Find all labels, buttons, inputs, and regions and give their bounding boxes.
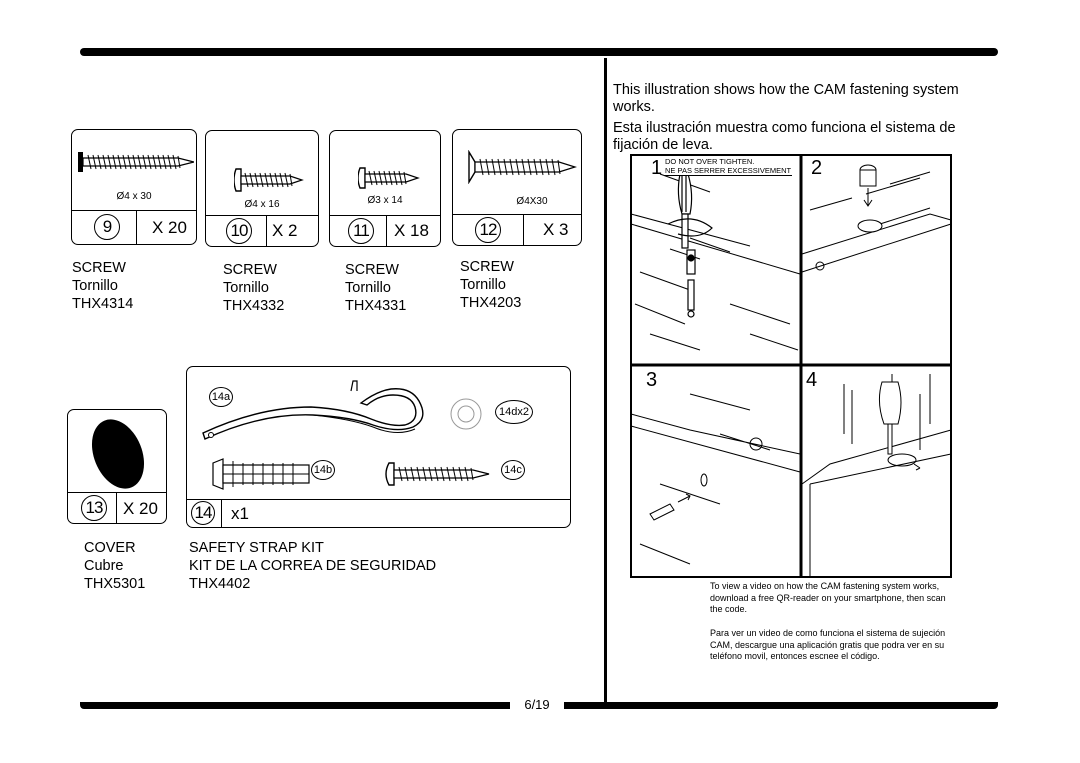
label-en: SAFETY STRAP KIT xyxy=(189,540,324,556)
label-code: THX4402 xyxy=(189,576,251,592)
screw-illustration xyxy=(385,462,490,486)
quantity: X 20 xyxy=(123,499,158,518)
cam-intro-en: This illustration shows how the CAM fast… xyxy=(613,82,959,115)
screw-label-12: SCREW Tornillo THX4203 xyxy=(460,258,521,312)
screw-label-11: SCREW Tornillo THX4331 xyxy=(345,261,406,315)
step-number-1: 1 xyxy=(651,157,663,179)
label-en: SCREW xyxy=(72,260,126,276)
screw-illustration xyxy=(468,150,577,184)
top-rule xyxy=(80,48,998,56)
label-es: Tornillo xyxy=(345,280,391,296)
part-number-badge: 11 xyxy=(348,218,374,244)
part-number-badge: 13 xyxy=(81,495,107,521)
video-note-es: Para ver un video de como funciona el si… xyxy=(710,628,946,661)
quantity: X 18 xyxy=(394,221,429,240)
over-tighten-warning: DO NOT OVER TIGHTEN. NE PAS SERRER EXCES… xyxy=(664,157,793,176)
video-note-en: To view a video on how the CAM fastening… xyxy=(710,581,946,614)
washer-illustration xyxy=(450,398,482,430)
label-en: SCREW xyxy=(460,259,514,275)
cover-card-13: 13 X 20 xyxy=(67,409,167,524)
cam-intro-es: Esta ilustración muestra como funciona e… xyxy=(613,120,956,153)
part-label-14dx2: 14dx2 xyxy=(495,400,533,424)
page-number: 6/19 xyxy=(524,697,550,712)
quantity: x1 xyxy=(231,504,249,523)
bottom-rule-right xyxy=(564,702,998,709)
label-en: SCREW xyxy=(345,262,399,278)
label-es: KIT DE LA CORREA DE SEGURIDAD xyxy=(189,558,437,574)
screw-illustration xyxy=(78,152,194,172)
label-en: COVER xyxy=(84,540,136,556)
label-code: THX4203 xyxy=(460,295,522,311)
screw-dimension: Ø4X30 xyxy=(516,196,548,207)
screw-illustration xyxy=(234,168,304,192)
screw-card-12: Ø4X30 12 X 3 xyxy=(452,129,582,246)
label-code: THX5301 xyxy=(84,576,146,592)
cam-fastening-illustration xyxy=(630,154,952,578)
label-code: THX4314 xyxy=(72,296,134,312)
screw-dimension: Ø4 x 30 xyxy=(116,191,152,202)
quantity: X 20 xyxy=(152,218,187,237)
part-number-badge: 10 xyxy=(226,218,252,244)
screw-card-11: Ø3 x 14 11 X 18 xyxy=(329,130,441,247)
quantity: X 2 xyxy=(272,221,298,240)
part-number-badge: 14 xyxy=(191,501,215,525)
strap-kit-label: SAFETY STRAP KIT KIT DE LA CORREA DE SEG… xyxy=(189,539,436,593)
label-es: Cubre xyxy=(84,558,124,574)
screw-label-9: SCREW Tornillo THX4314 xyxy=(72,259,133,313)
label-es: Tornillo xyxy=(72,278,118,294)
part-label-14b: 14b xyxy=(311,460,335,480)
screw-dimension: Ø4 x 16 xyxy=(244,199,280,210)
wall-anchor-illustration xyxy=(212,458,310,490)
screw-card-9: Ø4 x 30 9 X 20 xyxy=(71,129,197,245)
screw-dimension: Ø3 x 14 xyxy=(367,195,403,206)
step-number-3: 3 xyxy=(646,369,658,391)
step-number-2: 2 xyxy=(811,157,823,179)
cover-cap-illustration xyxy=(91,419,145,489)
part-label-14c: 14c xyxy=(501,460,525,480)
part-number-badge: 12 xyxy=(475,217,501,243)
screw-label-10: SCREW Tornillo THX4332 xyxy=(223,261,284,315)
quantity: X 3 xyxy=(543,220,569,239)
label-code: THX4332 xyxy=(223,298,285,314)
part-label-14a: 14a xyxy=(209,387,233,407)
label-es: Tornillo xyxy=(223,280,269,296)
label-code: THX4331 xyxy=(345,298,407,314)
screw-card-10: Ø4 x 16 10 X 2 xyxy=(205,130,319,247)
label-en: SCREW xyxy=(223,262,277,278)
part-number-badge: 9 xyxy=(94,214,120,240)
cover-label: COVER Cubre THX5301 xyxy=(84,539,145,593)
strap-illustration xyxy=(202,380,424,440)
bottom-rule-left xyxy=(80,702,510,709)
column-divider xyxy=(604,58,607,706)
step-number-4: 4 xyxy=(806,369,818,391)
strap-kit-card-14: 14a 14dx2 14b 14c 14 x1 xyxy=(186,366,571,528)
screw-illustration xyxy=(358,167,420,189)
label-es: Tornillo xyxy=(460,277,506,293)
